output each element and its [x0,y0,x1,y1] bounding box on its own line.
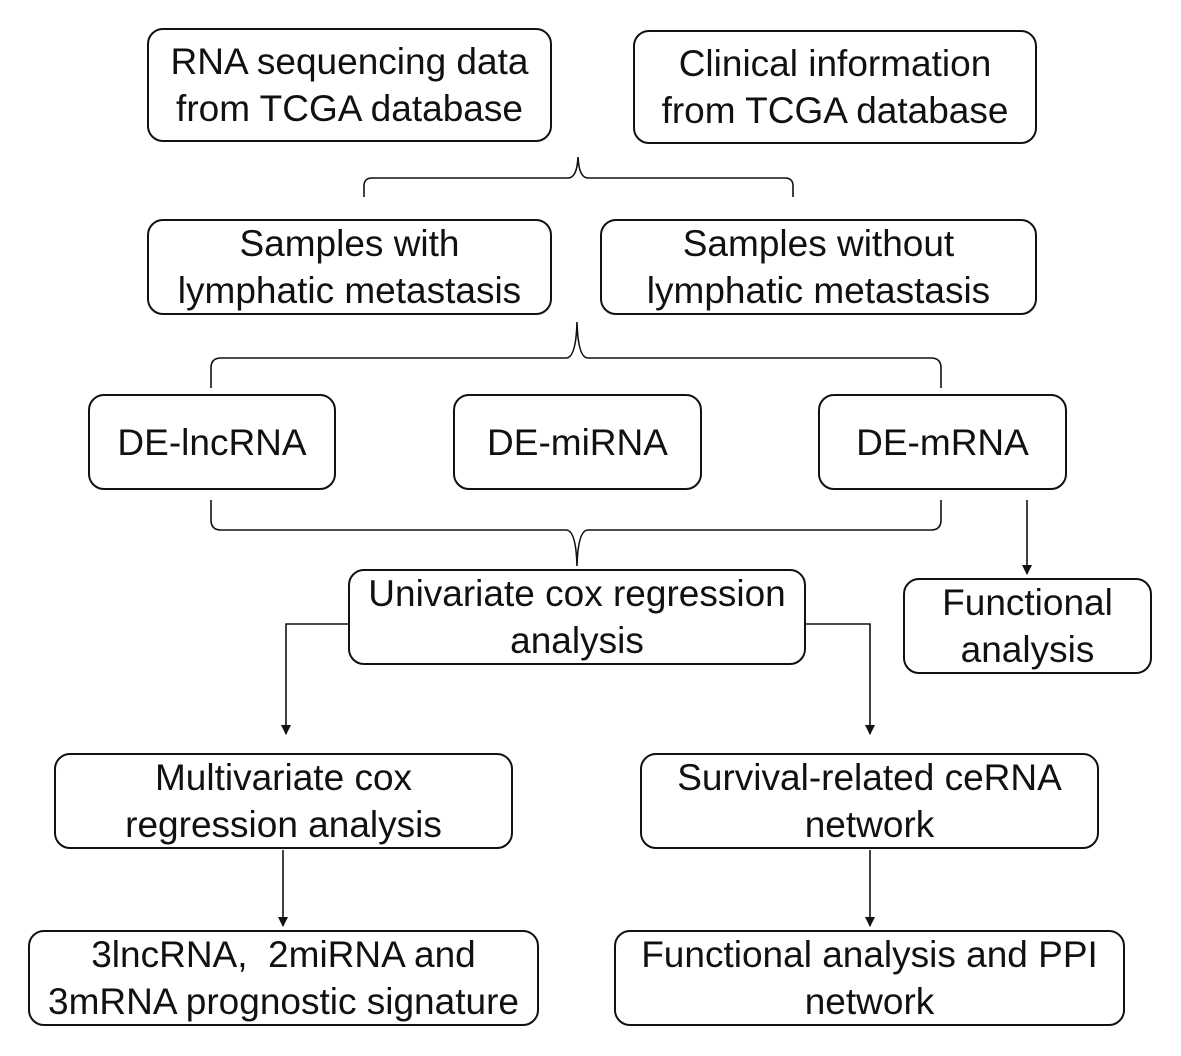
arrow-univariate-to-multivariate [281,623,348,735]
rna-sequencing-box: RNA sequencing data from TCGA database [147,28,552,142]
signature-line2: 3mRNA prognostic signature [48,981,519,1022]
de-lncrna-box: DE-lncRNA [88,394,336,490]
samples-with-line2: lymphatic metastasis [177,270,522,311]
clinical-information-line2: from TCGA database [661,90,1009,131]
multivariate-cox-box: Multivariate cox regression analysis [54,753,513,849]
rna-sequencing-line1: RNA sequencing data [170,41,529,82]
samples-with-line1: Samples with [239,223,460,264]
de-lncrna-label: DE-lncRNA [117,421,307,463]
survival-cerna-line1: Survival-related ceRNA [677,757,1062,798]
univariate-line2: analysis [510,620,644,661]
signature-line1: 3lncRNA, 2miRNA and [91,934,476,975]
de-mirna-box: DE-miRNA [453,394,702,490]
functional-ppi-line2: network [804,981,935,1022]
rna-sequencing-line2: from TCGA database [176,88,523,129]
samples-with-metastasis-box: Samples with lymphatic metastasis [147,219,552,315]
functional-analysis-box: Functional analysis [903,578,1152,674]
multivariate-line1: Multivariate cox [154,757,413,798]
univariate-cox-box: Univariate cox regression analysis [348,569,806,665]
samples-without-line1: Samples without [682,223,955,264]
functional-line2: analysis [960,629,1095,670]
brace-middle [210,321,942,388]
functional-line1: Functional [942,582,1113,623]
prognostic-signature-box: 3lncRNA, 2miRNA and 3mRNA prognostic sig… [28,930,539,1026]
arrow-univariate-to-cerna [806,623,875,735]
clinical-information-box: Clinical information from TCGA database [633,30,1037,144]
functional-ppi-line1: Functional analysis and PPI [641,934,1098,975]
clinical-information-line1: Clinical information [678,43,992,84]
survival-cerna-line2: network [804,804,935,845]
multivariate-line2: regression analysis [125,804,442,845]
de-mirna-label: DE-miRNA [487,421,668,463]
brace-bottom [210,500,942,567]
survival-cerna-box: Survival-related ceRNA network [640,753,1099,849]
univariate-line1: Univariate cox regression [368,573,786,614]
de-mrna-box: DE-mRNA [818,394,1067,490]
de-mrna-label: DE-mRNA [856,421,1029,463]
samples-without-line2: lymphatic metastasis [646,270,991,311]
samples-without-metastasis-box: Samples without lymphatic metastasis [600,219,1037,315]
functional-ppi-box: Functional analysis and PPI network [614,930,1125,1026]
brace-top [363,156,794,197]
